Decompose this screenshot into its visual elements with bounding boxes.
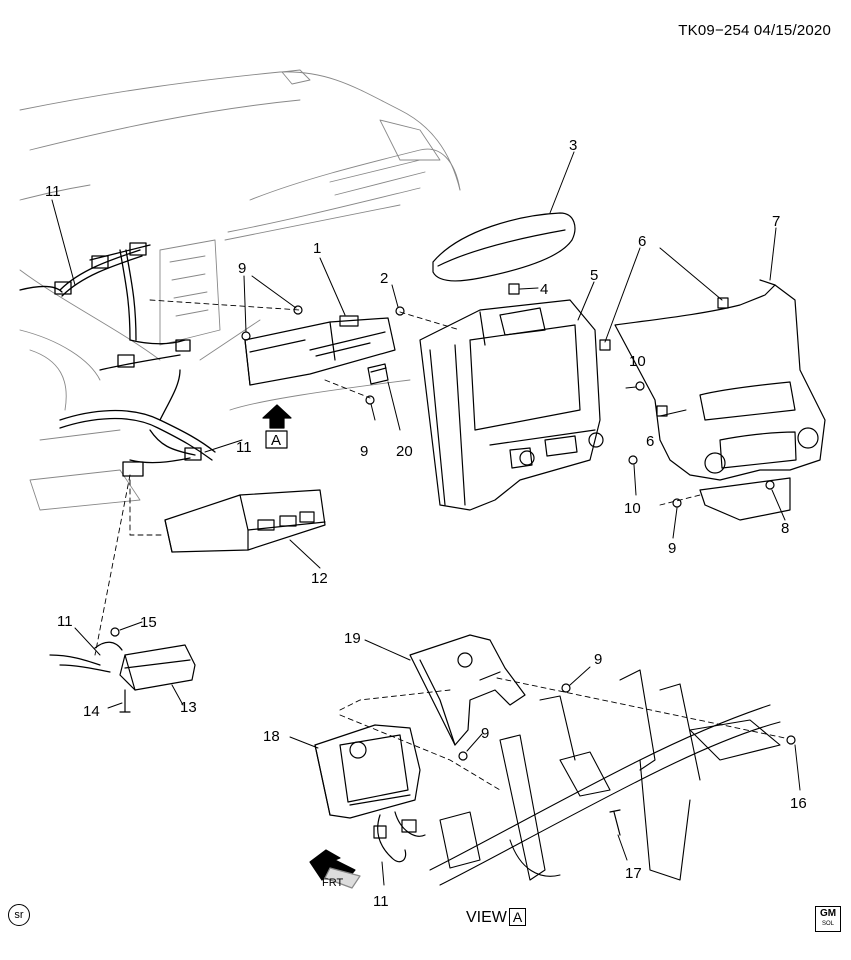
callout-20: 20 <box>396 443 413 460</box>
callout-8: 8 <box>781 520 789 537</box>
view-a-marker-arrow <box>262 404 292 449</box>
view-a-marker-letter: A <box>271 432 281 449</box>
clip-6-a <box>599 339 611 351</box>
fastener-15 <box>110 627 120 637</box>
callout-2: 2 <box>380 270 388 287</box>
fasteners <box>110 283 796 836</box>
callout-4: 4 <box>540 281 548 298</box>
part-3-display-hood <box>432 212 576 282</box>
part-7-trim-bezel <box>614 279 826 521</box>
bolt-17 <box>609 809 621 836</box>
gm-logo-icon: GM SOL <box>815 906 841 932</box>
document-date: 04/15/2020 <box>753 22 831 39</box>
callout-1: 1 <box>313 240 321 257</box>
callout-11b: 11 <box>236 439 252 456</box>
callout-11d: 11 <box>373 893 389 910</box>
callout-9e: 9 <box>481 725 489 742</box>
callout-11a: 11 <box>45 183 61 200</box>
wire-harness-11-upper <box>19 242 216 477</box>
gm-logo-subtext: SOL <box>821 921 834 927</box>
callout-11c: 11 <box>57 613 73 630</box>
callout-10b: 10 <box>624 500 641 517</box>
callout-labels: 1 2 3 4 5 6 6 7 8 9 9 9 9 9 10 10 11 11 … <box>45 137 807 910</box>
part-1-radio-receiver <box>244 315 396 386</box>
part-12-amplifier <box>164 489 326 553</box>
part-5-display-assembly <box>419 299 604 511</box>
callout-3: 3 <box>569 137 577 154</box>
document-id: TK09−254 <box>678 22 750 39</box>
fastener-10-b <box>628 455 638 465</box>
callout-7: 7 <box>772 213 780 230</box>
leader-lines <box>51 151 801 886</box>
gm-logo-text: GM <box>819 908 837 919</box>
fastener-8 <box>765 480 775 490</box>
callout-16: 16 <box>790 795 807 812</box>
callout-13: 13 <box>180 699 197 716</box>
part-18-module <box>314 724 421 819</box>
instrument-panel-outline <box>19 69 461 511</box>
cross-car-beam <box>429 669 781 886</box>
diagram-header: TK09−254 04/15/2020 <box>678 22 831 39</box>
front-arrow-icon <box>309 849 361 889</box>
callout-9a: 9 <box>238 260 246 277</box>
front-arrow-label: FRT <box>322 877 343 889</box>
fastener-10-a <box>635 381 645 391</box>
callout-10a: 10 <box>629 353 646 370</box>
fastener-9-d <box>672 498 682 508</box>
callout-6a: 6 <box>638 233 646 250</box>
callout-9b: 9 <box>360 443 368 460</box>
sr-logo-icon: sr <box>8 904 30 926</box>
part-13-module <box>49 641 196 691</box>
fastener-9-f <box>458 751 468 761</box>
bolt-14 <box>119 689 131 713</box>
callout-14: 14 <box>83 703 100 720</box>
view-letter-box: A <box>508 908 527 926</box>
callout-15: 15 <box>140 614 157 631</box>
view-prefix: VIEW <box>466 909 507 926</box>
callout-9d: 9 <box>594 651 602 668</box>
clip-6-b <box>717 297 729 309</box>
callout-12: 12 <box>311 570 328 587</box>
fastener-16 <box>786 735 796 745</box>
wire-harness-11-lower <box>373 811 426 863</box>
part-19-bracket <box>409 634 526 746</box>
alignment-lines <box>94 299 786 791</box>
callout-19: 19 <box>344 630 361 647</box>
fastener-9-e <box>561 683 571 693</box>
callout-18: 18 <box>263 728 280 745</box>
callout-17: 17 <box>625 865 642 882</box>
callout-6b: 6 <box>646 433 654 450</box>
fastener-9-a <box>241 331 251 341</box>
fastener-9-c <box>365 395 375 405</box>
clip-4 <box>508 283 520 295</box>
fastener-2 <box>395 306 405 316</box>
callout-9c: 9 <box>668 540 676 557</box>
part-20-connector <box>367 363 389 385</box>
callout-5: 5 <box>590 267 598 284</box>
